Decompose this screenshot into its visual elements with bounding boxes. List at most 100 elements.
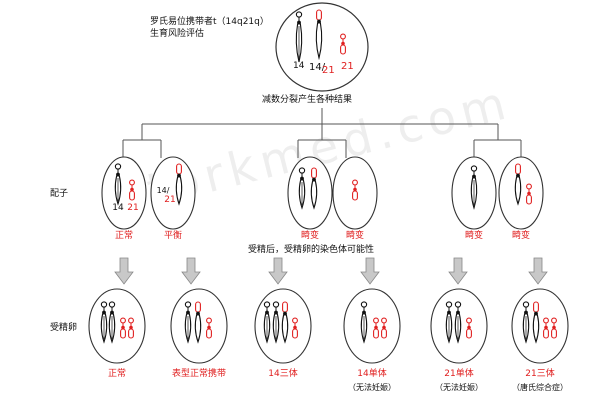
- gamete-6: 畸变: [498, 156, 544, 241]
- gamete-6-chr14-21-14-part: [514, 176, 522, 206]
- gamete-1-chr21-centromere: [130, 187, 134, 192]
- gamete-2-chr14-21-14-part: [175, 176, 183, 206]
- zygote-1-chr21-a-q-arm: [120, 328, 126, 339]
- gamete-6-chr21-centromere: [527, 191, 531, 196]
- carrier-chr21-centromere: [341, 41, 345, 46]
- carrier-label-14: 14: [293, 61, 305, 71]
- zygote-2-chr14-21: [194, 301, 202, 344]
- gamete-6-caption: 畸变: [512, 229, 530, 241]
- gamete-3-chr14: [298, 167, 306, 210]
- zygote-5-chr14-a-q-arm: [445, 313, 453, 344]
- gamete-3: 畸变: [287, 156, 333, 241]
- gamete-2-chr14-21: [175, 163, 183, 206]
- gamete-3-outline: [287, 156, 333, 230]
- zygote-6-chr14-21-14-part: [532, 314, 540, 344]
- gamete-4: 畸变: [332, 156, 378, 241]
- meiosis-label: 减数分裂产生各种结果: [262, 93, 352, 105]
- gamete-5-chr14-q-arm: [470, 177, 478, 210]
- gamete-1-caption: 正常: [115, 229, 133, 241]
- carrier-chr14-21: [315, 9, 323, 61]
- zygote-3-caption: 14三体: [268, 367, 297, 379]
- gamete-1-chr14-q-arm: [114, 175, 122, 206]
- zygote-3: 14三体: [254, 288, 312, 379]
- zygote-1-chr21-b: [128, 317, 134, 339]
- gamete-1-label-21: 21: [127, 203, 138, 213]
- zygote-3-chr14-a-q-arm: [263, 313, 271, 344]
- zygote-2-chr14-q-arm: [184, 313, 192, 344]
- zygote-2-caption: 表型正常携带: [172, 367, 226, 379]
- title-line-2: 生育风险评估: [150, 27, 204, 39]
- zygote-2: 表型正常携带: [170, 288, 228, 379]
- zygote-1-chr14-a-q-arm: [100, 313, 108, 344]
- zygote-1-chr14-a: [100, 301, 108, 344]
- carrier-chromosomes: [295, 9, 346, 63]
- gamete-3-chr14-q-arm: [298, 179, 306, 210]
- carrier-label-14-21-b: 21: [322, 65, 335, 76]
- gamete-6-chr21: [526, 183, 532, 205]
- zygote-5-chr14-b: [454, 301, 462, 344]
- zygote-1-chr21-a-centromere: [121, 325, 125, 330]
- zygote-1-outline: [88, 288, 146, 364]
- zygote-3-outline: [254, 288, 312, 364]
- gamete-1-chr21: [129, 179, 135, 201]
- zygote-4-note: （无法妊娠）: [348, 382, 396, 392]
- down-arrow-icon: [528, 257, 548, 285]
- gamete-4-chr21-centromere: [353, 187, 357, 192]
- zygote-6-chr21-a-q-arm: [543, 328, 549, 339]
- gamete-5-chr14: [470, 165, 478, 210]
- down-arrow-icon: [448, 257, 468, 285]
- zygote-2-chr21-q-arm: [206, 328, 212, 339]
- gamete-1-outline: [101, 156, 147, 230]
- zygote-1-chr21-b-q-arm: [128, 328, 134, 339]
- zygote-6-caption: 21三体: [525, 367, 554, 379]
- carrier-label-21: 21: [341, 61, 354, 72]
- zygote-6-outline: [511, 288, 569, 364]
- zygote-1-caption: 正常: [108, 367, 126, 379]
- zygote-4-chr14: [360, 301, 368, 344]
- zygote-6-chr14-21: [532, 301, 540, 344]
- zygote-6-chr21-a: [543, 317, 549, 339]
- zygote-4-chr21-a-q-arm: [373, 328, 379, 339]
- zygote-6-chr14: [522, 301, 530, 344]
- zygote-5-chr14-b-q-arm: [454, 313, 462, 344]
- carrier-cell: 14 14/ 21 21: [275, 2, 369, 92]
- carrier-cell-outline: [275, 2, 369, 92]
- zygote-1-chr21-a: [120, 317, 126, 339]
- gamete-3-chr14-21: [310, 167, 318, 210]
- gamete-3-caption: 畸变: [301, 229, 319, 241]
- zygote-5-caption: 21单体: [444, 367, 473, 379]
- carrier-chr21: [340, 33, 346, 55]
- zygote-6-chr21-b-q-arm: [551, 328, 557, 339]
- gamete-6-chr21-q-arm: [526, 194, 532, 205]
- zygotes-row: 正常 表型正常携带 14三体 14单体（无法妊娠） 21单体 （无法妊娠） 21三体 （唐氏综…: [88, 288, 569, 392]
- gamete-2-label-a: 14/: [157, 186, 170, 195]
- zygote-4: 14单体（无法妊娠）: [343, 288, 401, 392]
- zygote-6-chr14-q-arm: [522, 313, 530, 344]
- gamete-1-label-14: 14: [112, 203, 124, 213]
- tree-connectors: [122, 108, 522, 158]
- zygote-5-chr21: [466, 317, 472, 339]
- zygote-3-chr14-21: [281, 301, 289, 344]
- carrier-chr14: [295, 11, 303, 63]
- zygote-2-chr14-21-14-part: [194, 314, 202, 344]
- carrier-chr21-q-arm: [340, 44, 346, 55]
- zygote-6-chr21-b: [551, 317, 557, 339]
- zygote-4-chr21-b-centromere: [382, 325, 386, 330]
- gamete-4-chr21-q-arm: [352, 190, 358, 201]
- row-label-gamete: 配子: [50, 188, 68, 199]
- zygote-2-chr21-centromere: [207, 325, 211, 330]
- down-arrow-icon: [360, 257, 380, 285]
- zygote-6-note: （唐氏综合症）: [512, 382, 568, 392]
- zygote-2-outline: [170, 288, 228, 364]
- zygote-6-chr21-b-centromere: [552, 325, 556, 330]
- zygote-1-chr14-b: [108, 301, 116, 344]
- gamete-6-chr14-21: [514, 163, 522, 206]
- gamete-4-chr21: [352, 179, 358, 201]
- zygote-3-chr21-centromere: [293, 325, 297, 330]
- zygote-1-chr21-b-centromere: [129, 325, 133, 330]
- carrier-chr14-q-arm: [295, 23, 303, 63]
- gamete-5: 畸变: [451, 156, 497, 241]
